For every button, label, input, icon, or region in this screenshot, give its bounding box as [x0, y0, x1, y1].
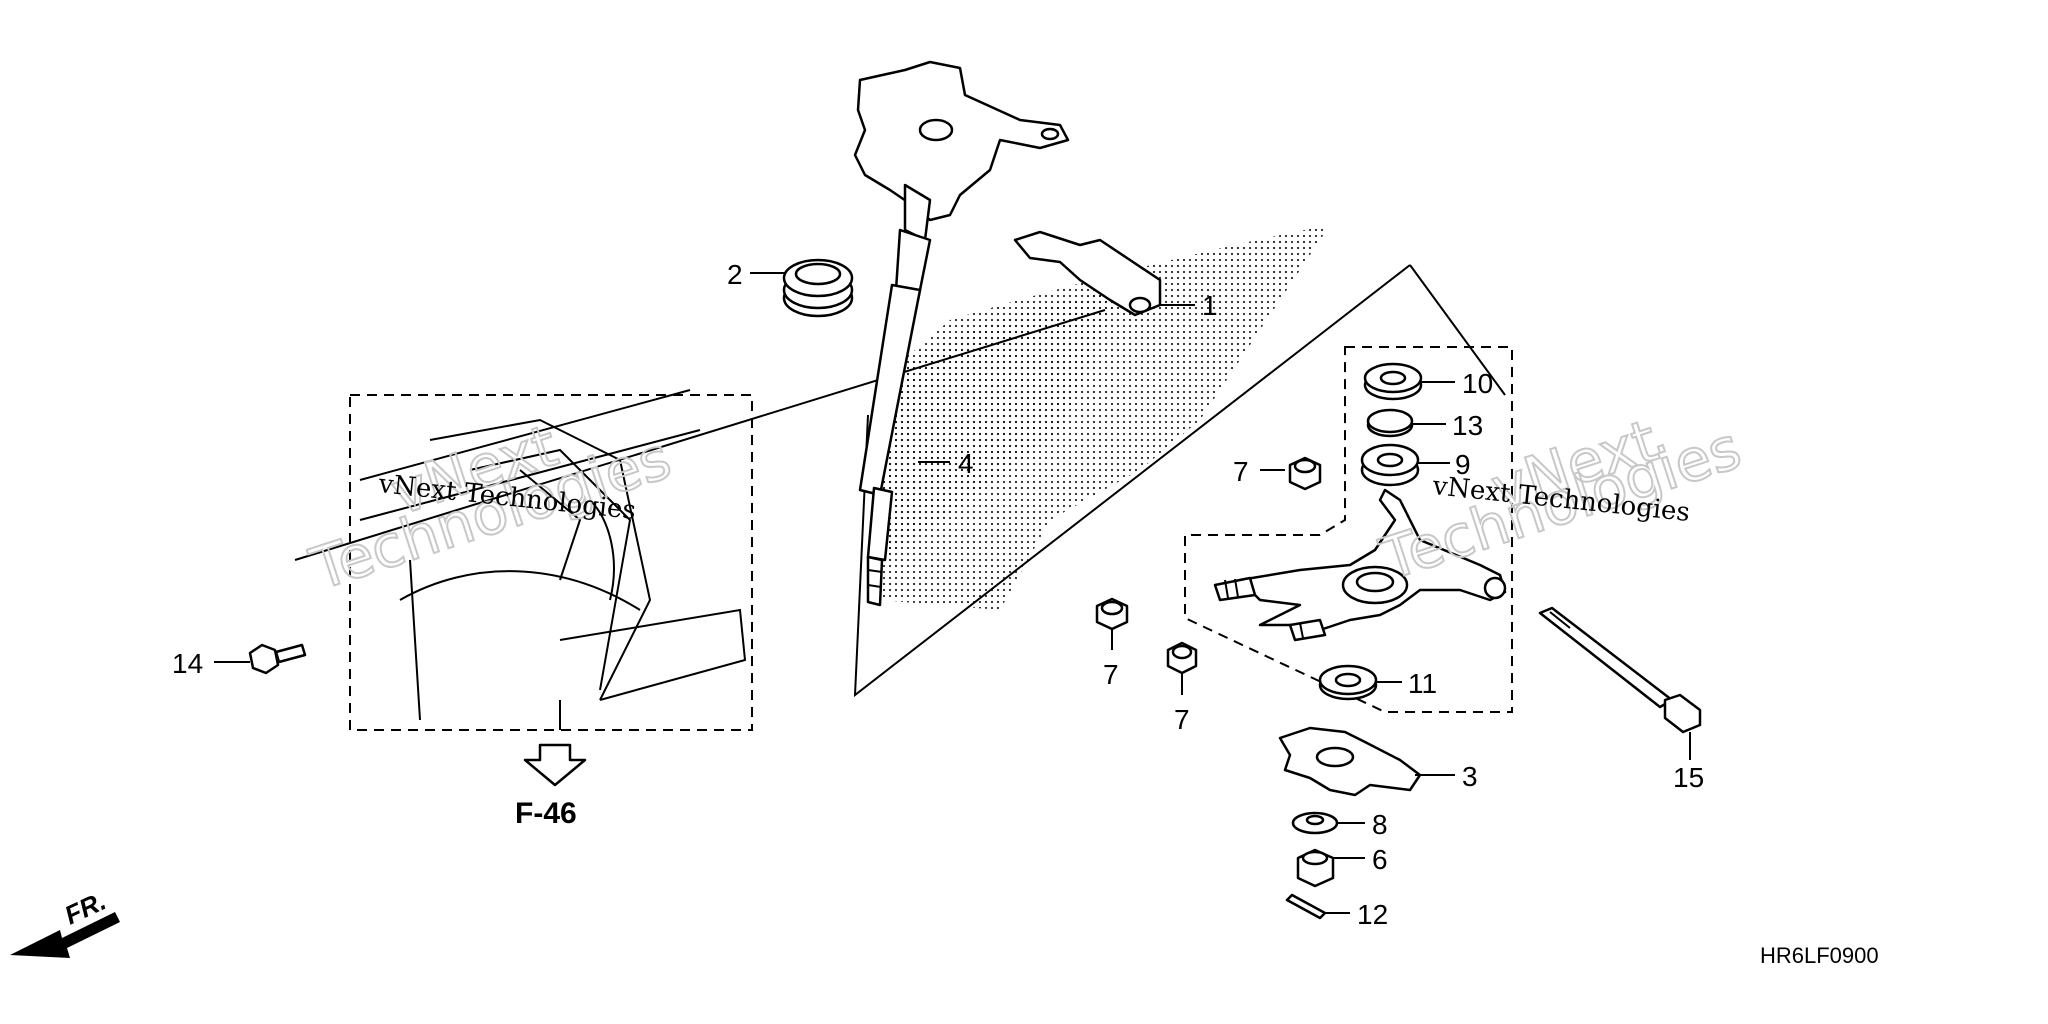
callout-3: 3 — [1462, 761, 1478, 792]
lower-arm — [1213, 488, 1507, 642]
holder-3 — [1278, 726, 1422, 797]
washer-8 — [1291, 811, 1339, 835]
callout-7-a: 7 — [1233, 456, 1249, 487]
callout-14: 14 — [172, 648, 203, 679]
callout-11: 11 — [1408, 668, 1437, 699]
callout-10: 10 — [1462, 368, 1493, 399]
diagram-code: HR6LF0900 — [1760, 943, 1879, 968]
bolt-15 — [1538, 606, 1702, 734]
callout-4: 4 — [958, 448, 974, 479]
callout-13: 13 — [1452, 410, 1483, 441]
nut-7-c — [1166, 641, 1198, 675]
guide-triangle — [853, 264, 1411, 698]
seal — [782, 258, 854, 318]
nut-7-b — [1095, 597, 1129, 631]
cotter-pin-12 — [1285, 893, 1327, 920]
bearing-10 — [1363, 362, 1423, 401]
front-arrow — [10, 912, 120, 958]
guide-line-upper — [294, 309, 1106, 561]
reference-label: F-46 — [515, 797, 577, 830]
callout-8: 8 — [1372, 809, 1388, 840]
callout-1: 1 — [1202, 290, 1218, 321]
nut-7-a — [1288, 456, 1322, 491]
callout-6: 6 — [1372, 844, 1388, 875]
bolt-14 — [248, 643, 307, 675]
stipple-shadow-2 — [880, 290, 1120, 560]
seal-13 — [1366, 408, 1414, 438]
callout-9: 9 — [1455, 449, 1471, 480]
callout-15: 15 — [1673, 762, 1704, 793]
bearing-9 — [1360, 443, 1420, 487]
inset-frame-drawing — [359, 389, 747, 730]
inset-box — [349, 394, 753, 731]
callout-7-c: 7 — [1174, 704, 1190, 735]
reference-arrow — [523, 743, 587, 787]
leader-lines — [214, 272, 1691, 914]
steering-shaft — [853, 60, 1070, 607]
guide-line-lower — [1409, 264, 1506, 396]
stipple-shadow — [880, 225, 1330, 610]
callout-12: 12 — [1357, 899, 1388, 930]
callout-2: 2 — [727, 259, 743, 290]
nut-6 — [1296, 848, 1335, 888]
seal-11 — [1318, 664, 1378, 701]
callout-7-b: 7 — [1103, 659, 1119, 690]
